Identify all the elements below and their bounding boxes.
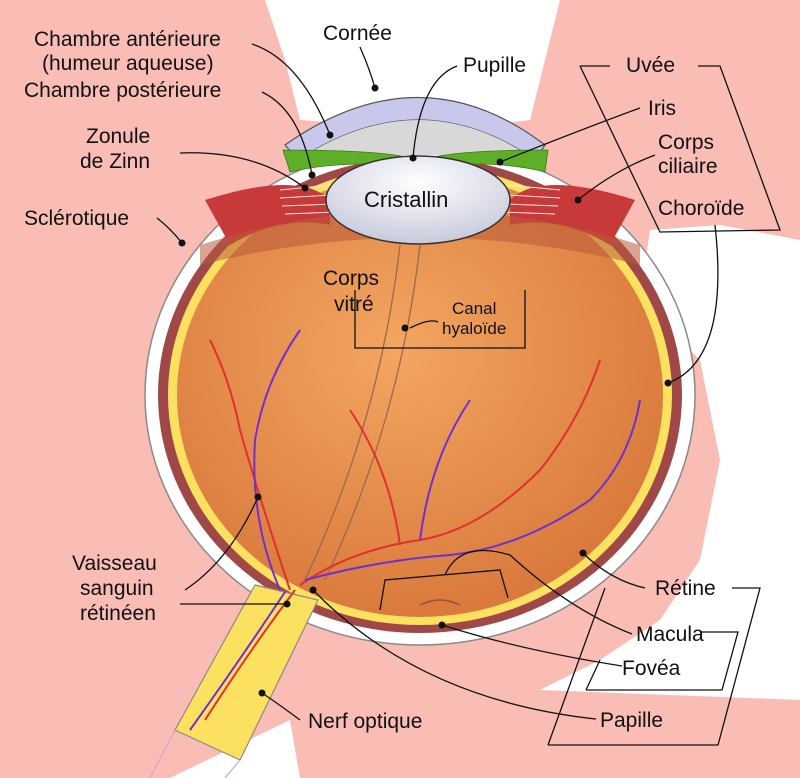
leader-lines bbox=[156, 43, 719, 721]
label-cornee: Cornée bbox=[323, 22, 392, 45]
anterior-chamber bbox=[298, 120, 535, 160]
label-iris: Iris bbox=[648, 97, 676, 120]
label-vaisseau-2: sanguin bbox=[80, 577, 154, 600]
retina-bracket bbox=[547, 587, 761, 746]
ciliary-body bbox=[205, 185, 330, 245]
label-chambre-posterieure: Chambre postérieure bbox=[24, 79, 221, 102]
label-papille: Papille bbox=[600, 709, 663, 732]
label-corps-vitre-1: Corps bbox=[323, 267, 379, 290]
hyaloid-canal bbox=[304, 244, 421, 581]
lens bbox=[325, 155, 511, 245]
label-uvee: Uvée bbox=[626, 54, 675, 77]
label-vaisseau-3: rétinéen bbox=[80, 602, 156, 625]
label-macula: Macula bbox=[636, 623, 704, 646]
label-canal-hyaloide-2: hyaloïde bbox=[442, 319, 506, 338]
macula bbox=[419, 599, 461, 606]
label-corps-vitre-2: vitré bbox=[334, 293, 374, 316]
label-vaisseau-1: Vaisseau bbox=[72, 552, 157, 575]
label-corps-ciliaire-2: ciliaire bbox=[658, 155, 718, 178]
label-zonule-2: de Zinn bbox=[80, 150, 150, 173]
vitreous-body bbox=[177, 173, 663, 617]
label-cristallin: Cristallin bbox=[364, 187, 448, 212]
label-retine: Rétine bbox=[655, 577, 716, 600]
label-pupille: Pupille bbox=[463, 54, 526, 77]
label-zonule-1: Zonule bbox=[86, 125, 150, 148]
label-nerf-optique: Nerf optique bbox=[308, 710, 422, 733]
label-fovea: Fovéa bbox=[622, 657, 681, 680]
label-canal-hyaloide-1: Canal bbox=[452, 299, 496, 318]
label-sclerotique: Sclérotique bbox=[24, 207, 129, 230]
uvee-bracket bbox=[579, 65, 781, 233]
retinal-vessels bbox=[189, 329, 641, 731]
label-choroide: Choroïde bbox=[658, 197, 744, 220]
label-corps-ciliaire-1: Corps bbox=[658, 131, 714, 154]
label-chambre-anterieure-1: Chambre antérieure bbox=[34, 28, 221, 51]
label-chambre-anterieure-2: (humeur aqueuse) bbox=[42, 52, 214, 75]
